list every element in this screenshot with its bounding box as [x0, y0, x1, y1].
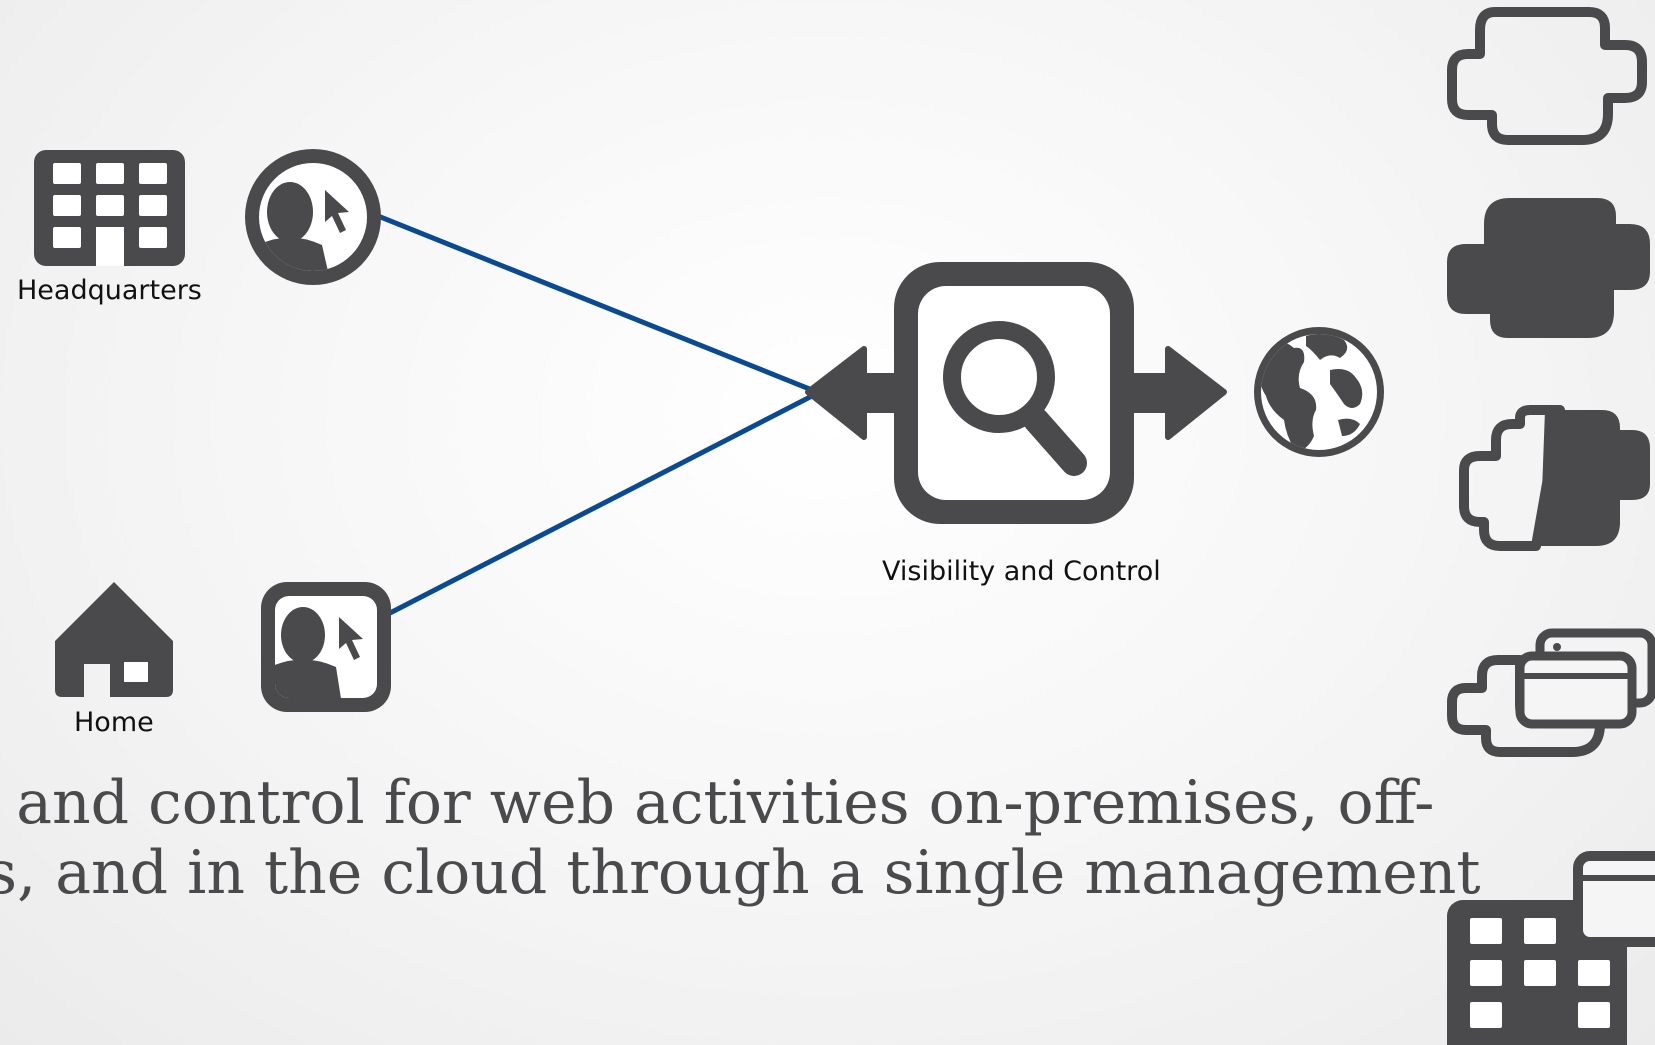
- building-window-icon: [1447, 851, 1655, 1045]
- building-icon: [34, 150, 185, 266]
- user-pointer-round-icon: [245, 149, 381, 285]
- caption-line-2: ses, and in the cloud through a single m…: [0, 838, 1481, 908]
- connector-home: [388, 393, 814, 616]
- cloud-windows-icon: [1447, 628, 1655, 757]
- user-pointer-square-icon: [261, 582, 391, 712]
- home-label: Home: [74, 707, 154, 738]
- cloud-outline-icon: [1447, 7, 1647, 145]
- cloud-filled-icon: [1447, 198, 1650, 338]
- magnifier-inspect-icon: [894, 262, 1134, 524]
- cloud-half-icon: [1459, 405, 1650, 551]
- connector-hq: [377, 213, 813, 393]
- visibility-control-label: Visibility and Control: [882, 556, 1161, 587]
- headquarters-label: Headquarters: [17, 275, 202, 306]
- caption-line-1: ity and control for web activities on-pr…: [0, 768, 1435, 838]
- house-icon: [55, 582, 173, 697]
- globe-icon: [1254, 327, 1384, 457]
- caption-text: ity and control for web activities on-pr…: [0, 768, 1481, 908]
- connectors: [377, 213, 814, 616]
